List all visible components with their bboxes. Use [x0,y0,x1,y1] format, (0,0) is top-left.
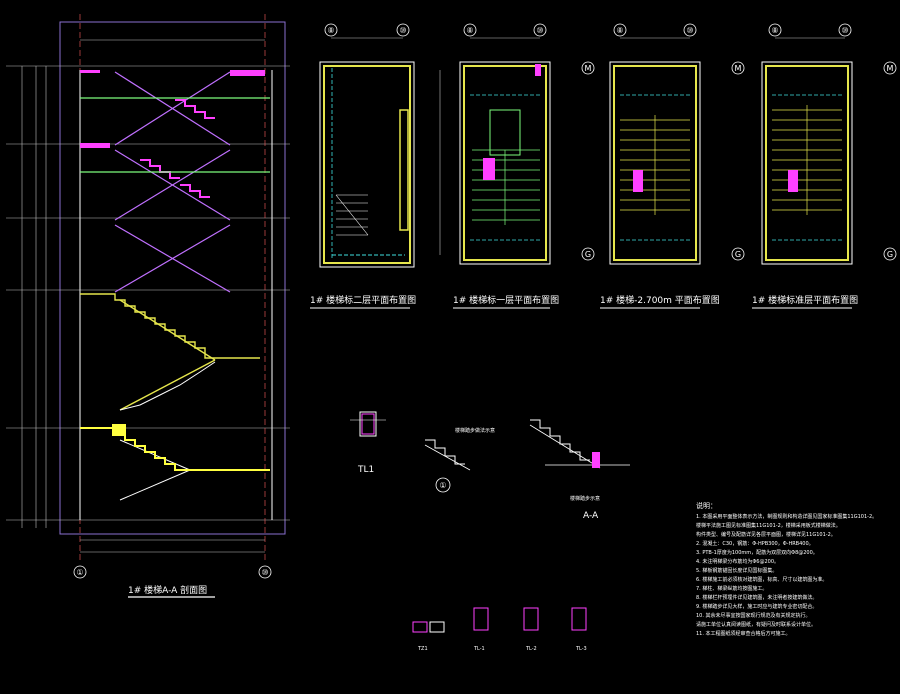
plan2-title: 1# 楼梯标一层平面布置图 [453,294,559,306]
detail-1-label: ① [439,481,446,490]
bubble-section-left-label: ① [76,568,83,577]
plan4-bubble-g [883,247,897,261]
plan2-bubble-8 [463,23,477,37]
detail-1: ① 楼梯踏步做法示意 [424,427,495,493]
detail-1-note: 楼梯踏步做法示意 [455,427,495,434]
plan4-bubble-10 [838,23,852,37]
note-line-6: 4. 未注明梯梁分布筋均为Φ6@200。 [696,558,779,565]
detail-aa-title: A-A [583,511,599,521]
note-line-11: 9. 楼梯踏步详见大样，施工时应与建筑专业密切配合。 [696,603,817,610]
plan2-bubble-10 [533,23,547,37]
plan-view-1: ⑧ ⑩ 1# 楼梯标二层平面布置图 [310,23,441,309]
plan2-bubble-m-label: M [585,64,592,73]
small-details: TZ1 TL-1 TL-2 TL-3 [412,607,587,652]
plan3-title: 1# 楼梯-2.700m 平面布置图 [600,294,720,306]
notes-heading: 说明： [696,501,717,510]
general-notes: 说明： 1. 本图采用平面整体表示方法，制图规则和构造详图见国家标准图集11G1… [696,501,877,637]
plan2-outline [459,61,551,265]
plan4-bubble-8 [768,23,782,37]
plan4-bubble-m [883,61,897,75]
lower-yellow-flight [80,293,260,411]
plan1-bubble-10-label: ⑩ [399,26,406,35]
green-slabs [80,97,270,173]
plan3-walls [613,65,697,261]
lower-white-flight [119,361,216,501]
note-line-5: 3. PTB-1厚度为100mm，配筋为双层双向Φ8@200。 [696,549,818,556]
detail-tl1-title: TL1 [357,465,374,475]
detail-aa-note: 楼梯踏步示意 [570,495,600,502]
plan2-bubble-8-label: ⑧ [466,26,473,35]
bubble-section-right [258,565,272,579]
plan3-outline [609,61,701,265]
section-aa-view: ① ⑩ 1# 楼梯A-A 剖面图 [6,14,290,598]
plan3-bubble-m [731,61,745,75]
note-line-12: 10. 其余未尽事宜按国家现行规范及有关规定执行。 [696,612,811,619]
plan2-bubble-g-label: G [585,250,591,259]
bubble-section-right-label: ⑩ [261,568,268,577]
plan2-bubble-m [581,61,595,75]
plan4-outline [761,61,853,265]
plan-view-4: ⑧ ⑩ M G 1# 楼梯标准层平面布置图 [752,23,897,309]
plan3-bubble-8 [613,23,627,37]
plan2-beam-mark [483,158,495,180]
plan4-bubble-m-label: M [887,64,894,73]
note-line-4: 2. 混凝土：C30，钢筋：Φ-HPB300，Φ-HRB400。 [696,540,814,547]
upper-stair-flights [114,71,231,293]
note-line-3: 构件类型、编号及配筋详见各层平面图，楼梯详见11G101-2。 [696,531,836,538]
small-detail-3-title: TL-2 [525,646,537,652]
plan4-bubble-g-label: G [887,250,893,259]
plan2-walls [463,65,547,261]
plan1-bubble-10 [396,23,410,37]
ground-flight [80,427,270,471]
upper-stair-steps [140,99,215,198]
section-frame [59,21,286,535]
plan1-outline [319,61,415,268]
plan1-title: 1# 楼梯标二层平面布置图 [310,294,416,306]
plan3-steps [620,115,690,215]
plan2-steps [472,149,540,225]
plan1-bubble-8-label: ⑧ [327,26,334,35]
plan-view-3: ⑧ ⑩ M G 1# 楼梯-2.700m 平面布置图 [600,23,745,309]
note-line-10: 8. 楼梯栏杆预埋件详见建筑图，未注明者按建筑做法。 [696,594,817,601]
plan4-title: 1# 楼梯标准层平面布置图 [752,294,858,306]
plan4-beam-mark [788,170,798,192]
note-line-13: 请施工单位认真阅读图纸，有疑问及时联系设计单位。 [696,621,816,628]
plan4-steps [772,105,842,215]
plan4-bubble-8-label: ⑧ [771,26,778,35]
detail-tl1: TL1 [350,411,386,475]
note-line-1: 1. 本图采用平面整体表示方法，制图规则和构造详图见国家标准图集11G101-2… [696,513,877,520]
plan3-beam-mark [633,170,643,192]
note-line-14: 11. 本工程图纸须经审查合格后方可施工。 [696,630,791,637]
note-line-8: 6. 楼梯施工前必须核对建筑图，标高、尺寸以建筑图为准。 [696,576,827,583]
plan1-walls [323,65,411,264]
plan-view-2: ⑧ ⑩ M G 1# 楼梯标一层平面布置图 [453,23,595,309]
bubble-section-left [73,565,87,579]
landing-slabs [80,70,265,148]
plan2-bubble-g [581,247,595,261]
plan3-bubble-10-label: ⑩ [686,26,693,35]
plan3-bubble-10 [683,23,697,37]
section-title: 1# 楼梯A-A 剖面图 [128,584,207,596]
small-detail-4-title: TL-3 [575,646,587,652]
small-detail-1-title: TZ1 [417,646,428,652]
note-line-9: 7. 梯柱、梯梁纵筋均按图施工。 [696,585,767,592]
detail-aa: 楼梯踏步示意 A-A [529,419,630,521]
small-detail-2-title: TL-1 [473,646,485,652]
note-line-7: 5. 梯板钢筋锚固长度详见国标图集。 [696,567,777,574]
plan4-walls [765,65,849,261]
plan3-bubble-g [731,247,745,261]
plan3-bubble-g-label: G [735,250,741,259]
ground-beam-block [112,424,126,436]
plan1-steps [335,194,369,236]
plan2-bubble-10-label: ⑩ [536,26,543,35]
plan4-bubble-10-label: ⑩ [841,26,848,35]
plan3-bubble-8-label: ⑧ [616,26,623,35]
plan1-bubble-8 [324,23,338,37]
plan3-bubble-m-label: M [735,64,742,73]
note-line-2: 楼梯平法施工图见标准图集11G101-2，楼梯采用板式楼梯做法。 [696,522,841,529]
